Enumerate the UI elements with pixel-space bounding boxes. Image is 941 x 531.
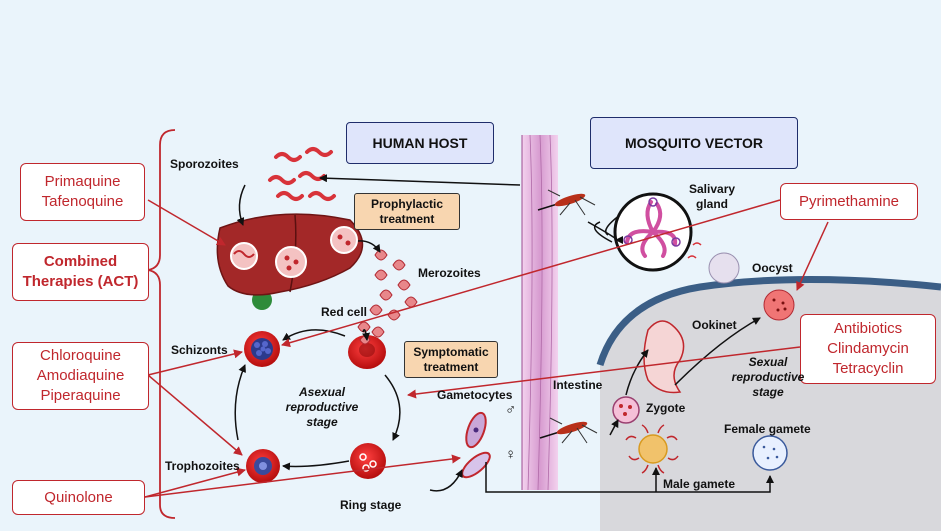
label-line: Sexual (748, 355, 788, 369)
drug-box-antibiotics: Antibiotics Clindamycin Tetracyclin (800, 314, 936, 384)
label-line: stage (306, 415, 338, 429)
sporozoite-worms (268, 147, 336, 201)
merozoites-label: Merozoites (418, 266, 481, 280)
label-line: stage (752, 385, 784, 399)
label-line: reproductive (731, 370, 805, 384)
midgut-wall (596, 276, 941, 367)
drug-name: Piperaquine (40, 387, 121, 404)
ring-stage-cell (350, 443, 386, 479)
symptomatic-treatment-box: Symptomatic treatment (404, 341, 498, 378)
treatment-line: treatment (379, 211, 435, 226)
asexual-stage-label: Asexual reproductive stage (282, 385, 362, 430)
liver (216, 213, 364, 310)
mosquito-top (537, 189, 596, 216)
zygote-cell (612, 396, 640, 424)
label-line: Asexual (298, 385, 346, 399)
gametocytes-label: Gametocytes (437, 388, 513, 402)
male-gamete-label: Male gamete (663, 477, 736, 491)
drug-name: Combined (43, 253, 118, 270)
drug-box-pyrimethamine: Pyrimethamine (780, 183, 918, 220)
zygote-label: Zygote (646, 401, 686, 415)
drug-target-arrows (144, 199, 829, 498)
schizont-cell (244, 331, 280, 367)
red-cell (348, 335, 386, 369)
drug-name: Pyrimethamine (798, 192, 900, 210)
ring-stage-label: Ring stage (340, 498, 402, 512)
female-symbol: ♀ (505, 446, 517, 463)
mosquito-vector-header: MOSQUITO VECTOR (590, 117, 798, 169)
ookinet-cell (643, 320, 685, 394)
ookinet-label: Ookinet (692, 318, 737, 332)
female-gamete-label: Female gamete (724, 422, 811, 436)
red-cell-label: Red cell (321, 305, 368, 319)
skin-strip (522, 135, 558, 490)
drug-box-act: Combined Therapies (ACT) (12, 243, 149, 301)
treatment-line: Symptomatic (413, 344, 489, 359)
schizonts-label: Schizonts (171, 343, 228, 357)
drug-name: Clindamycin (827, 340, 909, 357)
drug-name: Amodiaquine (36, 367, 125, 384)
male-gamete-cell (625, 424, 679, 474)
drug-box-chloroquine: Chloroquine Amodiaquine Piperaquine (12, 342, 149, 410)
drug-name: Quinolone (44, 488, 113, 506)
oocyst-sphere (687, 242, 740, 284)
sexual-stage-label: Sexual reproductive stage (728, 355, 808, 400)
drug-name: Antibiotics (833, 320, 903, 337)
drug-name: Therapies (ACT) (22, 273, 139, 290)
drug-name: Tafenoquine (41, 193, 124, 210)
label-line: Salivary (689, 182, 736, 196)
trophozoite-cell (246, 449, 280, 483)
drug-name: Primaquine (44, 173, 121, 190)
drug-name: Tetracyclin (832, 360, 904, 377)
label-line: gland (696, 197, 729, 211)
lifecycle-arrows (234, 174, 774, 493)
merozoite-cluster (357, 249, 418, 338)
oocyst-on-gut (763, 289, 795, 321)
gametocytes (461, 411, 491, 479)
intestine-label: Intestine (553, 378, 603, 392)
salivary-gland (613, 192, 693, 272)
human-host-header: HUMAN HOST (346, 122, 494, 164)
trophozoites-label: Trophozoites (165, 459, 240, 473)
mosquito-bottom (539, 417, 598, 444)
female-gamete-cell (752, 435, 788, 471)
sporozoites-label: Sporozoites (170, 157, 239, 171)
prophylactic-treatment-box: Prophylactic treatment (354, 193, 460, 230)
treatment-line: treatment (423, 359, 479, 374)
salivary-gland-label: Salivary gland (689, 182, 735, 212)
treatment-line: Prophylactic (370, 196, 444, 211)
drug-box-quinolone: Quinolone (12, 480, 145, 515)
male-symbol: ♂ (505, 401, 517, 418)
drug-name: Chloroquine (40, 347, 121, 364)
oocyst-label: Oocyst (752, 261, 793, 275)
label-line: reproductive (285, 400, 359, 414)
drug-box-primaquine: Primaquine Tafenoquine (20, 163, 145, 221)
